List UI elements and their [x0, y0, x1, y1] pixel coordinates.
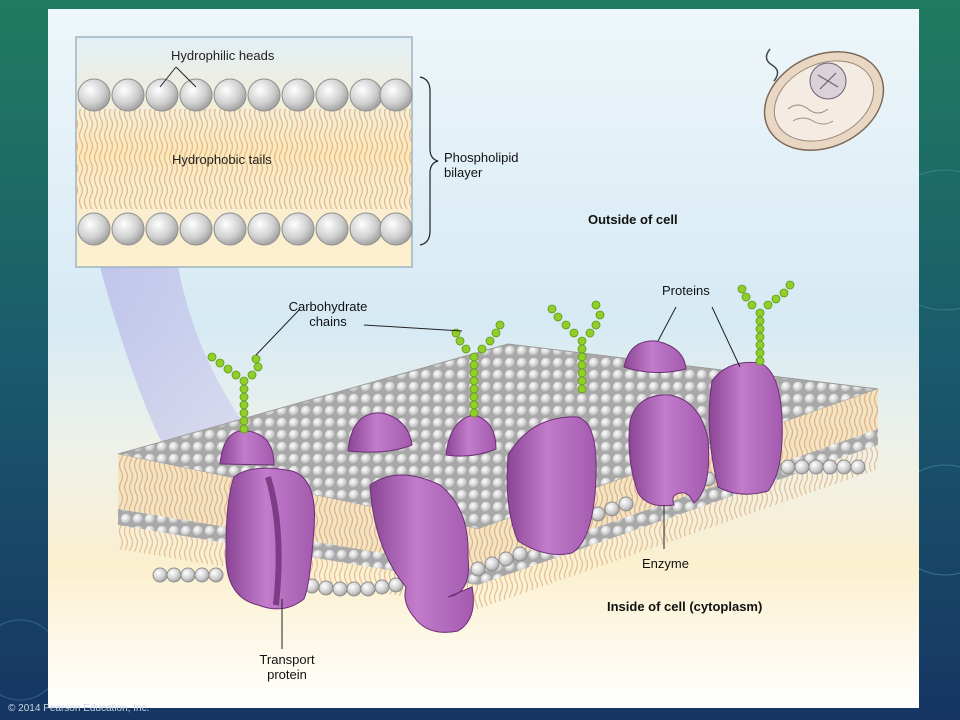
- carbohydrate-leader-1: [255, 308, 301, 356]
- protein-channel-center: [369, 474, 474, 633]
- protein-surface-right: [623, 340, 687, 373]
- bilayer-inset: [75, 36, 413, 268]
- proteins-leader-2: [711, 306, 741, 368]
- protein-surface-left: [219, 430, 275, 466]
- hydrophilic-heads-label: Hydrophilic heads: [171, 48, 275, 63]
- inset-bottom-heads: [77, 212, 413, 246]
- leader-lines: [255, 306, 741, 649]
- protein-surface-center: [347, 412, 413, 453]
- enzyme-protein: [628, 394, 710, 507]
- inset-top-heads: [77, 78, 413, 112]
- carbohydrate-leader-2: [363, 324, 463, 332]
- cell-membrane-diagram: [48, 9, 919, 708]
- protein-integral-right: [708, 361, 783, 495]
- enzyme-label: Enzyme: [642, 556, 689, 571]
- protein-integral-1: [506, 416, 597, 555]
- proteins-leader-1: [657, 306, 677, 342]
- transport-protein-label: Transport protein: [259, 652, 315, 682]
- inside-of-cell-label: Inside of cell (cytoplasm): [607, 599, 763, 614]
- carbohydrate-chains-label: Carbohydrate chains: [288, 299, 368, 329]
- phospholipid-bilayer-label: Phospholipid bilayer: [444, 150, 519, 180]
- cell-icon: [763, 48, 885, 151]
- outside-of-cell-label: Outside of cell: [588, 212, 678, 227]
- copyright-notice: © 2014 Pearson Education, Inc.: [8, 703, 150, 714]
- carbohydrate-chain-1: [207, 352, 263, 434]
- carbohydrate-chain-3: [547, 300, 605, 394]
- bilayer-bracket: [419, 76, 439, 246]
- transport-protein: [225, 467, 316, 610]
- carbohydrate-chain-4: [737, 280, 795, 366]
- proteins-label: Proteins: [662, 283, 710, 298]
- protein-surface-mid: [445, 414, 497, 457]
- hydrophobic-tails-label: Hydrophobic tails: [172, 152, 272, 167]
